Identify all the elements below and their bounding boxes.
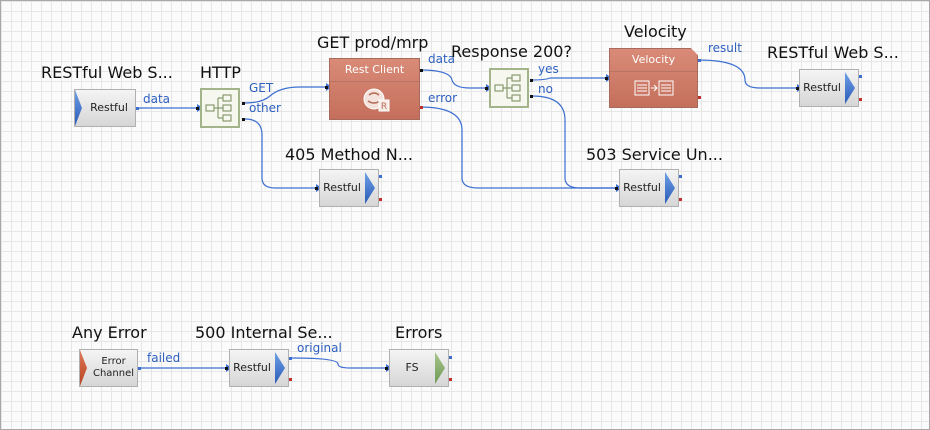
node-title-velocity: Velocity — [624, 22, 687, 41]
error-channel-node[interactable]: Error Channel — [79, 349, 138, 387]
rest-client-icon: R — [363, 88, 390, 112]
error-port[interactable] — [859, 98, 862, 101]
node-title-restful-out: RESTful Web S... — [767, 43, 899, 62]
node-label: Restful — [803, 81, 841, 94]
outbound-arrow-icon — [365, 172, 375, 204]
node-title-503: 503 Service Un... — [586, 145, 723, 164]
edge-label-yes: yes — [538, 62, 559, 76]
output-port[interactable] — [698, 59, 701, 62]
output-port[interactable] — [449, 356, 452, 359]
error-port[interactable] — [289, 378, 292, 381]
rest-client-header: Rest Client — [330, 59, 419, 82]
node-title-http: HTTP — [200, 63, 241, 82]
edge-label-get: GET — [249, 81, 274, 95]
velocity-node[interactable]: Velocity — [609, 48, 698, 108]
edge-label-original: original — [297, 341, 342, 355]
router-icon — [205, 94, 232, 122]
edge-label-failed: failed — [147, 351, 181, 365]
node-label: Restful — [233, 361, 271, 374]
node-title-restful-in: RESTful Web S... — [41, 63, 173, 82]
node-label: Error Channel — [92, 356, 135, 379]
input-port[interactable] — [605, 77, 608, 80]
outbound-arrow-icon — [845, 72, 855, 104]
output-port[interactable] — [530, 79, 533, 82]
template-icon — [634, 80, 674, 96]
node-label: Restful — [90, 101, 128, 114]
velocity-header: Velocity — [610, 49, 697, 72]
output-port[interactable] — [379, 175, 382, 178]
input-port[interactable] — [315, 187, 318, 190]
error-port[interactable] — [679, 198, 682, 201]
output-port[interactable] — [420, 69, 423, 72]
inbound-arrow-icon — [75, 90, 82, 126]
input-port[interactable] — [615, 187, 618, 190]
node-title-any-error: Any Error — [72, 323, 147, 342]
input-port[interactable] — [385, 367, 388, 370]
restful-output-node[interactable]: Restful — [799, 69, 859, 107]
output-port[interactable] — [242, 118, 245, 121]
node-label: Restful — [623, 181, 661, 194]
input-port[interactable] — [796, 87, 799, 90]
restful-405-node[interactable]: Restful — [319, 169, 379, 207]
node-title-errors: Errors — [395, 323, 443, 342]
wire-error-getprod-to-503[interactable] — [419, 106, 616, 189]
wire-no-response-to-503[interactable] — [531, 95, 616, 189]
output-port[interactable] — [136, 107, 139, 110]
node-title-500: 500 Internal Se... — [195, 323, 333, 342]
wire-other-http-to-405[interactable] — [244, 118, 316, 189]
error-port[interactable] — [449, 378, 452, 381]
output-port[interactable] — [679, 175, 682, 178]
output-port[interactable] — [289, 357, 292, 360]
error-port[interactable] — [698, 96, 701, 99]
edge-label-data: data — [143, 92, 171, 106]
outbound-arrow-icon — [665, 172, 675, 204]
response-router-node[interactable] — [489, 68, 529, 108]
error-port[interactable] — [379, 198, 382, 201]
restful-500-node[interactable]: Restful — [229, 349, 289, 387]
error-arrow-icon — [80, 350, 87, 386]
rest-badge: R — [381, 102, 387, 112]
wire-data-getprod-to-response[interactable] — [419, 69, 486, 89]
wire-result-velocity-to-restful[interactable] — [697, 59, 797, 89]
edge-label-no: no — [538, 82, 553, 96]
edge-label-data: data — [428, 52, 456, 66]
edge-label-error: error — [428, 91, 458, 105]
input-port[interactable] — [196, 107, 199, 110]
node-title-response: Response 200? — [451, 42, 572, 61]
output-port[interactable] — [859, 75, 862, 78]
restful-503-node[interactable]: Restful — [619, 169, 679, 207]
edge-label-other: other — [249, 101, 281, 115]
wire-yes-response-to-velocity[interactable] — [531, 77, 606, 81]
edge-label-result: result — [708, 41, 742, 55]
node-title-get-prod: GET prod/mrp — [317, 33, 429, 52]
restful-input-node[interactable]: Restful — [74, 89, 136, 127]
rest-client-node[interactable]: Rest Client R — [329, 58, 420, 120]
wire-get-http-to-getprod[interactable] — [244, 86, 326, 104]
outbound-arrow-icon — [435, 352, 445, 384]
output-port[interactable] — [530, 95, 533, 98]
node-label: Restful — [323, 181, 361, 194]
node-title-405: 405 Method N... — [285, 145, 413, 164]
http-router-node[interactable] — [200, 88, 240, 128]
input-port[interactable] — [225, 367, 228, 370]
input-port[interactable] — [325, 86, 328, 89]
output-port[interactable] — [242, 102, 245, 105]
router-icon — [494, 74, 521, 102]
node-label: FS — [405, 361, 419, 374]
input-port[interactable] — [485, 87, 488, 90]
file-system-node[interactable]: FS — [389, 349, 449, 387]
outbound-arrow-icon — [275, 352, 285, 384]
wire-original-500-to-errors[interactable] — [291, 357, 386, 369]
output-port[interactable] — [138, 367, 141, 370]
error-port[interactable] — [420, 106, 423, 109]
